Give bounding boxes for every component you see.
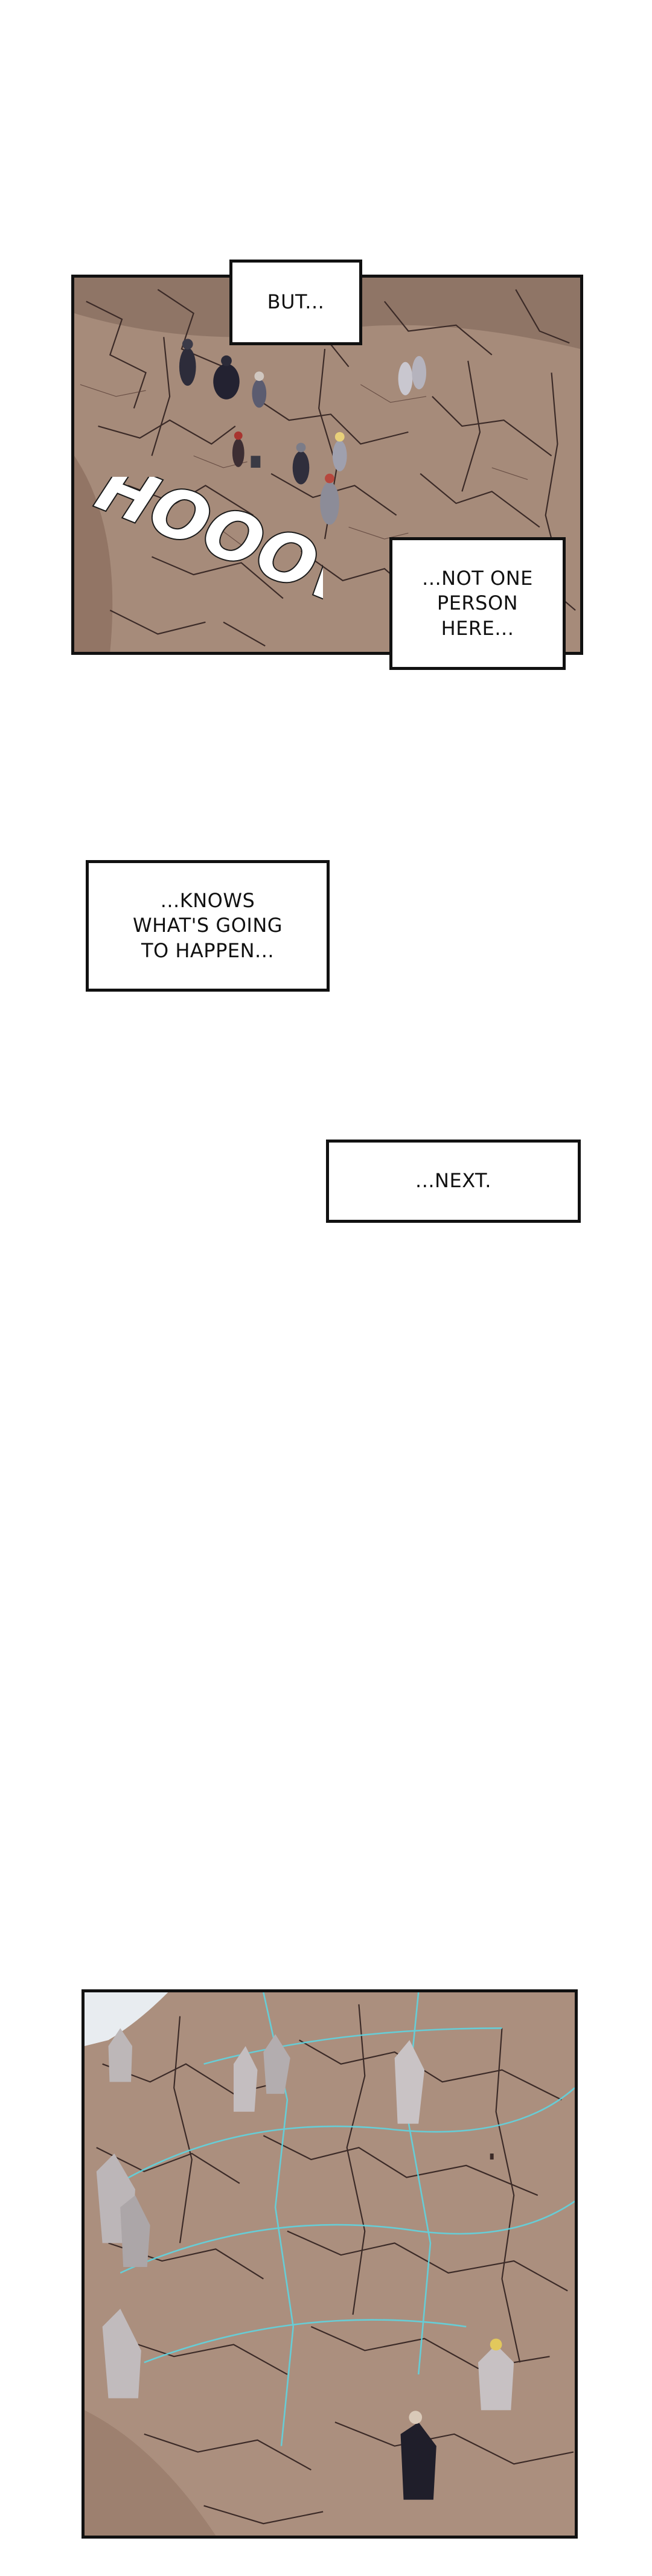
magic-circle-scene [85, 1992, 575, 2536]
caption-knows: ...KNOWS WHAT'S GOING TO HAPPEN... [86, 860, 330, 992]
caption-next: ...NEXT. [326, 1140, 581, 1223]
caption-not-one-person: ...NOT ONE PERSON HERE... [389, 537, 566, 670]
magic-lines [107, 1992, 575, 2446]
caption-but: BUT... [229, 260, 362, 345]
figure-group [179, 339, 427, 525]
bottom-panel-illustration [82, 1989, 578, 2539]
statue-group [96, 2028, 514, 2500]
